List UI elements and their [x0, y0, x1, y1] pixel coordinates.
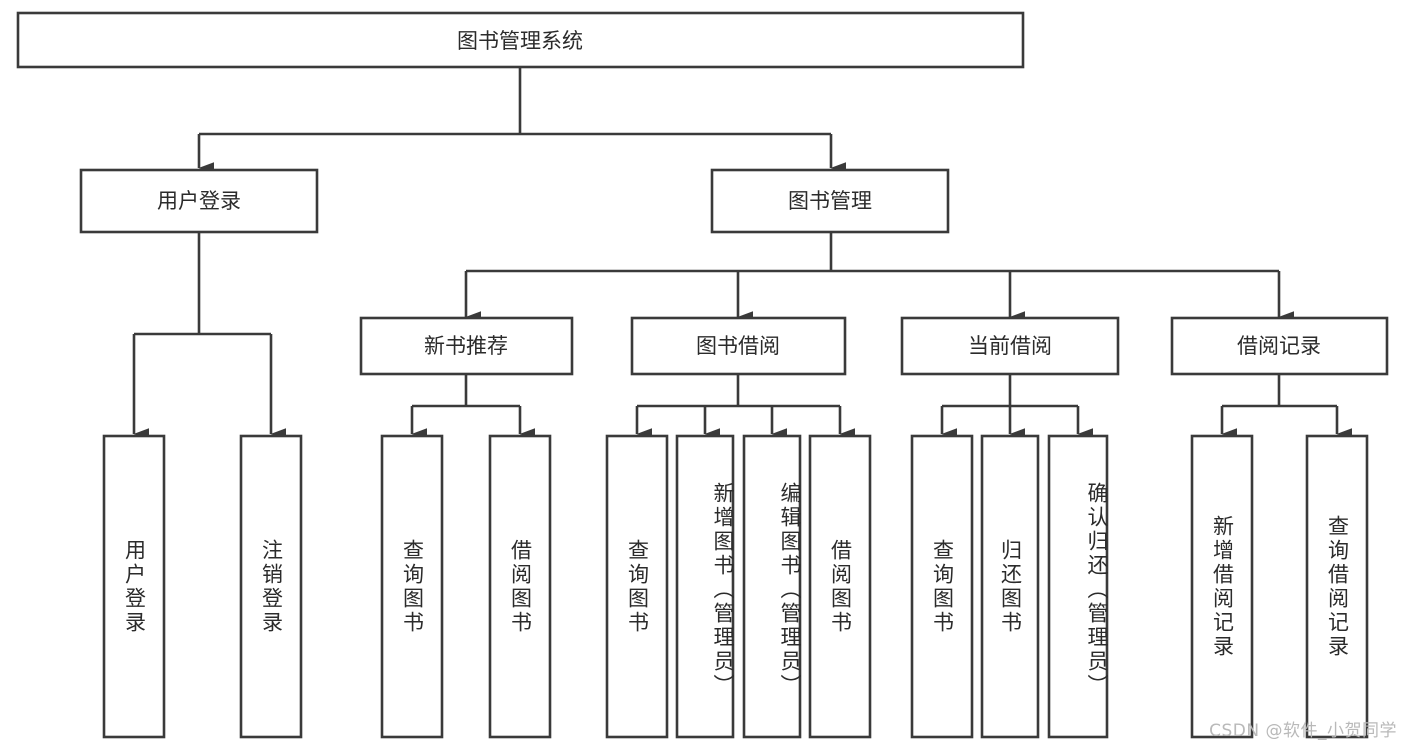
node-leaf-br-query-box[interactable] — [1305, 434, 1369, 739]
node-leaf-bb-query-box[interactable] — [605, 434, 669, 739]
node-leaf-br-add-box[interactable] — [1190, 434, 1254, 739]
node-leaf-bb-add-box[interactable] — [675, 434, 735, 739]
node-leaf-nb-borrow-box[interactable] — [488, 434, 552, 739]
node-current-borrow-box[interactable] — [900, 316, 1120, 376]
node-borrow-record-label: 借阅记录 — [1237, 334, 1321, 358]
node-user-login-label: 用户登录 — [157, 189, 241, 213]
node-root-label: 图书管理系统 — [457, 29, 583, 53]
node-borrow-record-box[interactable] — [1170, 316, 1389, 376]
node-leaf-cb-query-box[interactable] — [910, 434, 974, 739]
node-leaf-bb-edit-box[interactable] — [742, 434, 802, 739]
csdn-watermark: CSDN @软件_小贺同学 — [1209, 721, 1397, 741]
node-user-login-box[interactable] — [79, 168, 319, 234]
node-current-borrow-label: 当前借阅 — [968, 334, 1052, 358]
node-book-management-label: 图书管理 — [788, 189, 872, 213]
node-root-box[interactable] — [16, 11, 1025, 69]
node-leaf-logout-box[interactable] — [239, 434, 303, 739]
node-book-management-box[interactable] — [710, 168, 950, 234]
node-book-borrow-label: 图书借阅 — [696, 334, 780, 358]
nodes-layer: 图书管理系统 用户登录 图书管理 新书推荐 图书借阅 当前借阅 借阅记录 — [16, 11, 1389, 739]
connectors-layer — [132, 67, 1352, 440]
node-new-book-recommend-box[interactable] — [359, 316, 574, 376]
node-leaf-cb-return-box[interactable] — [980, 434, 1040, 739]
node-leaf-cb-confirm-box[interactable] — [1047, 434, 1109, 739]
node-new-book-recommend-label: 新书推荐 — [424, 334, 508, 358]
node-leaf-bb-borrow-box[interactable] — [808, 434, 872, 739]
node-leaf-nb-query-box[interactable] — [380, 434, 444, 739]
node-leaf-user-login-box[interactable] — [102, 434, 166, 739]
node-book-borrow-box[interactable] — [630, 316, 847, 376]
